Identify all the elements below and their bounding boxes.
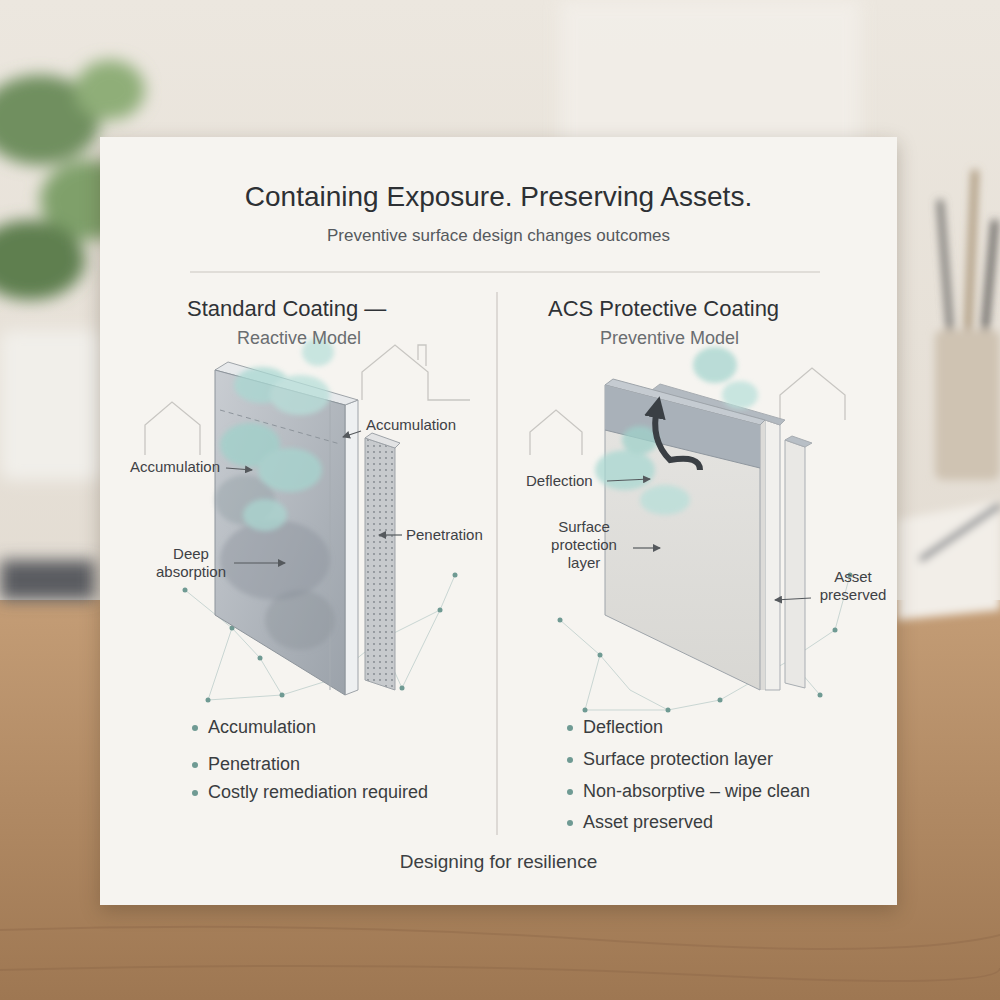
panel-heading: ACS Protective Coating <box>548 296 779 322</box>
bullet-item: Non-absorptive – wipe clean <box>583 781 810 803</box>
bullet-dot <box>567 725 573 731</box>
panel-subheading: Reactive Model <box>237 328 361 350</box>
bullet-item: Deflection <box>583 717 663 739</box>
coating-panel: ACS Protective CoatingPreventive ModelDe… <box>505 290 890 840</box>
bullet-item: Penetration <box>208 754 300 776</box>
callout-label: Deep absorption <box>150 545 232 581</box>
callout-label: Accumulation <box>130 458 224 476</box>
diagram-caption: Designing for resilience <box>100 851 897 874</box>
callout-label: Accumulation <box>366 416 476 434</box>
bullet-item: Surface protection layer <box>583 749 773 771</box>
callout-label: Penetration <box>406 526 496 544</box>
bullet-dot <box>192 762 198 768</box>
bullet-dot <box>567 757 573 763</box>
panel-heading: Standard Coating — <box>187 296 386 322</box>
diagram-title: Containing Exposure. Preserving Assets. <box>100 180 897 214</box>
bullet-item: Costly remediation required <box>208 782 428 804</box>
bullet-item: Accumulation <box>208 717 316 739</box>
callout-label: Surface protection layer <box>538 518 630 572</box>
callout-label: Asset preserved <box>813 568 893 604</box>
bullet-item: Asset preserved <box>583 812 713 834</box>
bullet-dot <box>192 725 198 731</box>
bullet-dot <box>567 789 573 795</box>
callout-label: Deflection <box>526 472 606 490</box>
subtitle: Preventive surface design changes outcom… <box>100 226 897 246</box>
bullet-dot <box>192 790 198 796</box>
bullet-dot <box>567 820 573 826</box>
coating-panel: Standard Coating — Reactive ModelAccumula… <box>110 290 490 840</box>
panel-subheading: Preventive Model <box>600 328 739 350</box>
